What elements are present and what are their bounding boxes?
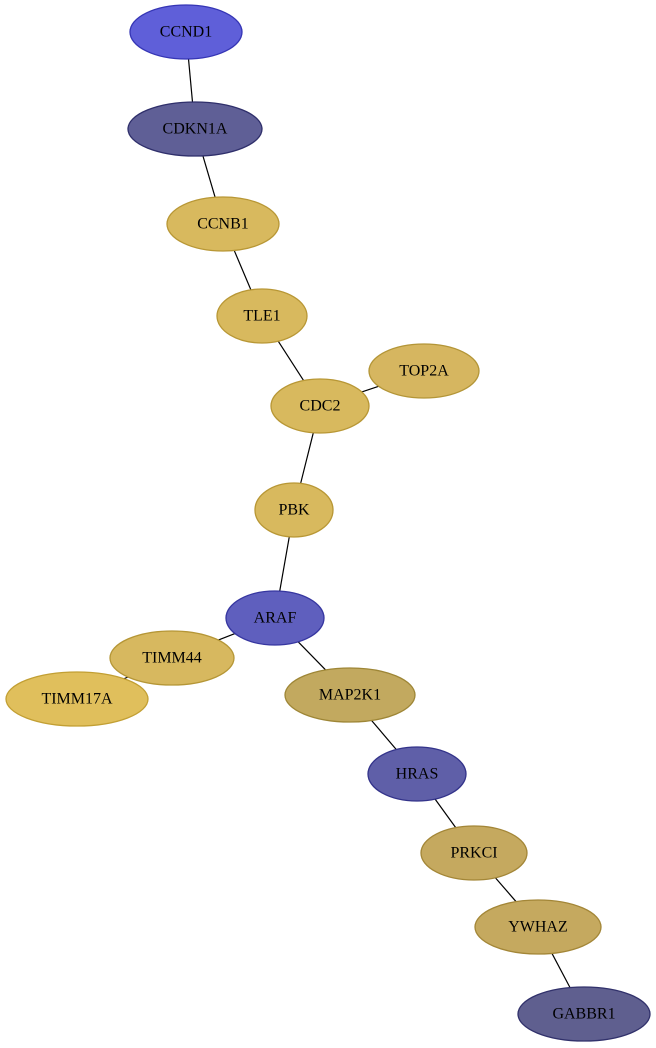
node-label: PRKCI: [450, 845, 497, 862]
edge-araf-timm44: [218, 632, 236, 641]
node-ellipse: [270, 378, 370, 434]
edge-ywhaz-gabbr1: [551, 953, 571, 988]
edge-ccnb1-tle1: [233, 250, 252, 291]
node-ellipse: [109, 630, 235, 686]
edge-map2k1-hras: [371, 720, 397, 750]
node-label: PBK: [278, 502, 310, 519]
node-label: YWHAZ: [508, 919, 568, 936]
node-ellipse: [517, 986, 651, 1042]
node-ellipse: [225, 590, 325, 646]
node-gabbr1[interactable]: GABBR1: [517, 986, 651, 1042]
node-ccnb1[interactable]: CCNB1: [166, 196, 280, 252]
node-araf[interactable]: ARAF: [225, 590, 325, 646]
node-label: CDKN1A: [163, 121, 228, 138]
node-cdc2[interactable]: CDC2: [270, 378, 370, 434]
node-ellipse: [368, 343, 480, 399]
edge-cdc2-pbk: [300, 432, 314, 484]
node-map2k1[interactable]: MAP2K1: [284, 667, 416, 723]
node-ellipse: [127, 101, 263, 157]
edge-cdkn1a-ccnb1: [202, 155, 216, 198]
edge-hras-prkci: [434, 798, 457, 829]
node-label: TIMM44: [142, 650, 202, 667]
node-ccnd1[interactable]: CCND1: [129, 4, 243, 60]
node-ellipse: [129, 4, 243, 60]
node-label: TLE1: [243, 308, 280, 325]
node-ellipse: [216, 288, 308, 344]
node-ellipse: [367, 746, 467, 802]
edge-araf-map2k1: [297, 641, 327, 671]
node-ellipse: [254, 482, 334, 538]
node-ellipse: [166, 196, 280, 252]
node-ellipse: [284, 667, 416, 723]
node-timm17a[interactable]: TIMM17A: [5, 671, 149, 727]
node-label: ARAF: [254, 610, 297, 627]
node-label: GABBR1: [552, 1006, 615, 1023]
node-timm44[interactable]: TIMM44: [109, 630, 235, 686]
edge-ccnd1-cdkn1a: [187, 58, 194, 103]
node-label: HRAS: [396, 766, 439, 783]
node-ellipse: [5, 671, 149, 727]
node-label: MAP2K1: [319, 687, 381, 704]
node-label: TIMM17A: [41, 691, 113, 708]
node-label: CCNB1: [197, 216, 249, 233]
node-prkci[interactable]: PRKCI: [420, 825, 528, 881]
node-label: CCND1: [160, 24, 212, 41]
node-pbk[interactable]: PBK: [254, 482, 334, 538]
node-tle1[interactable]: TLE1: [216, 288, 308, 344]
node-ywhaz[interactable]: YWHAZ: [474, 899, 602, 955]
node-ellipse: [420, 825, 528, 881]
node-label: CDC2: [300, 398, 341, 415]
edge-pbk-araf: [279, 536, 290, 592]
edges-layer: [123, 58, 571, 988]
node-label: TOP2A: [399, 363, 449, 380]
node-hras[interactable]: HRAS: [367, 746, 467, 802]
edge-prkci-ywhaz: [494, 877, 517, 903]
node-ellipse: [474, 899, 602, 955]
node-top2a[interactable]: TOP2A: [368, 343, 480, 399]
edge-cdc2-top2a: [361, 385, 379, 393]
node-cdkn1a[interactable]: CDKN1A: [127, 101, 263, 157]
edge-tle1-cdc2: [277, 340, 305, 381]
